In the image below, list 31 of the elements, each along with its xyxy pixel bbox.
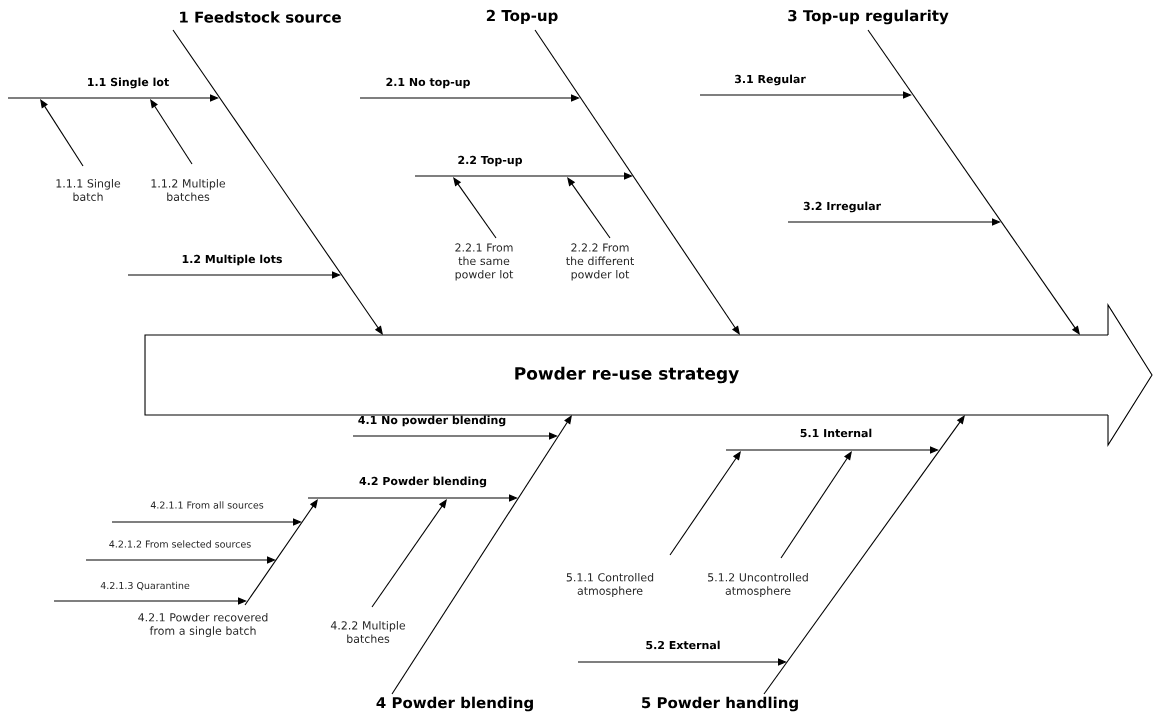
cause-label: 4.2.1.3 Quarantine: [100, 581, 190, 591]
cause-label: 2.2.1 From the same powder lot: [455, 243, 514, 281]
branch-label: 2.1 No top-up: [386, 77, 470, 89]
category-label: 3 Top-up regularity: [788, 9, 949, 25]
branch-label: 3.1 Regular: [734, 74, 806, 86]
cause-label: 1.1.1 Single batch: [56, 179, 121, 201]
arrow: [391, 415, 572, 695]
branch-label: 1.1 Single lot: [88, 77, 169, 89]
cause-label: 1.1.2 Multiple batches: [151, 179, 226, 201]
arrow: [867, 29, 1080, 335]
cause-label: 5.1.1 Controlled atmosphere: [566, 572, 654, 597]
cause-label: 4.2.1.1 From all sources: [150, 501, 264, 509]
branch-label: 1.2 Multiple lots: [182, 254, 282, 266]
cause-label: 5.1.2 Uncontrolled atmosphere: [708, 572, 808, 597]
cause-label: 2.2.2 From the different powder lot: [566, 243, 634, 281]
branch-label: 2.2 Top-up: [458, 155, 523, 167]
cause-label: 4.2.1.2 From selected sources: [109, 540, 251, 548]
cause-label: 4.2.2 Multiple batches: [330, 621, 406, 643]
category-label: 4 Powder blending: [376, 696, 533, 712]
arrow: [172, 29, 383, 335]
category-label: 1 Feedstock source: [180, 11, 341, 23]
cause-label: 4.2.1 Powder recovered from a single batch: [138, 612, 268, 637]
branch-label: 3.2 Irregular: [803, 201, 881, 213]
branch-label: 5.2 External: [646, 640, 720, 650]
arrow: [534, 29, 740, 335]
branch-label: 4.2 Powder blending: [359, 476, 487, 488]
branch-label: 5.1 Internal: [800, 428, 872, 438]
category-label: 5 Powder handling: [642, 696, 798, 712]
branch-label: 4.1 No powder blending: [358, 415, 506, 427]
category-label: 2 Top-up: [486, 9, 558, 25]
arrow: [763, 415, 965, 695]
